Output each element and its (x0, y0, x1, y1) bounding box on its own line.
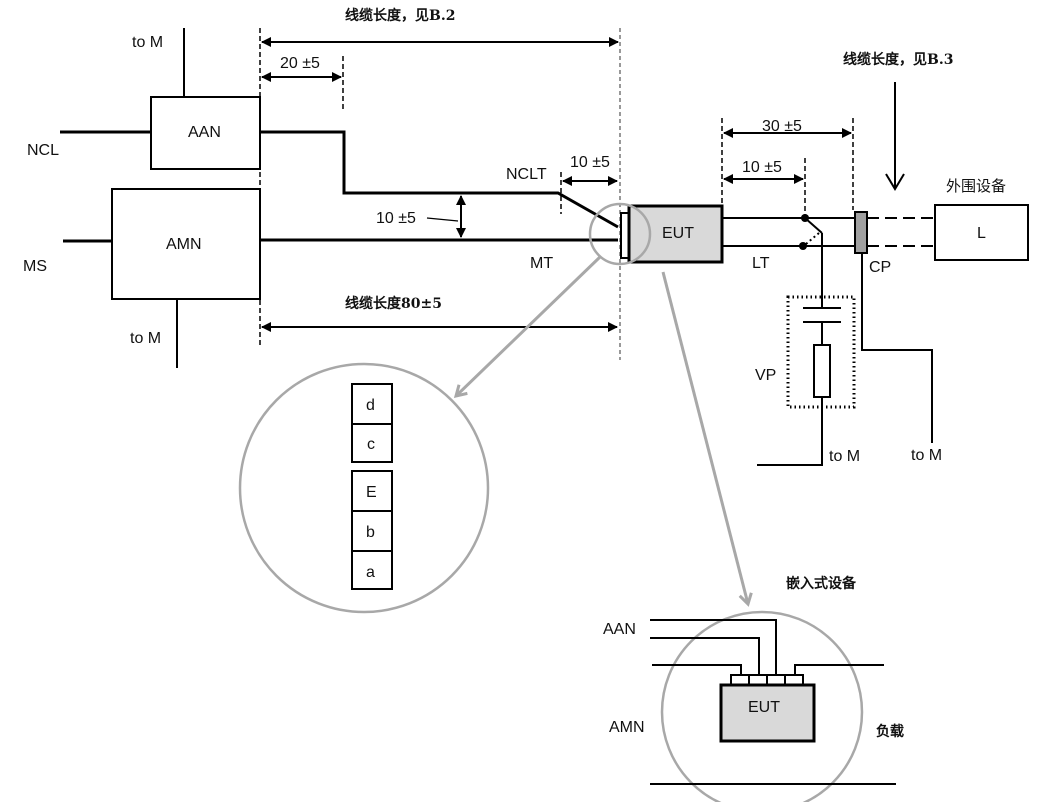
aan-block (150, 96, 261, 170)
mt-label: MT (530, 255, 553, 272)
embedded-load-wire (794, 664, 884, 675)
cable-length-80-label: 线缆长度80±5 (345, 295, 442, 312)
peripheral-label: 外围设备 (946, 177, 1006, 195)
eut-label: EUT (662, 225, 694, 242)
dim-10-vertical-label: 10 ±5 (376, 210, 416, 227)
vp-enclosure (786, 295, 856, 409)
aan-to-m-label: to M (132, 34, 163, 51)
ncl-label: NCL (27, 142, 59, 159)
pin-a-box (351, 550, 393, 590)
b3-pointer-arrowhead (885, 173, 905, 191)
cable-length-b3-label: 线缆长度，见B.3 (843, 51, 953, 68)
vp-label: VP (755, 367, 776, 384)
nclt-cable (260, 130, 619, 229)
pin-a-label: a (366, 564, 375, 581)
connector-callout-circle (588, 202, 652, 266)
pin-c-box (351, 423, 393, 463)
embedded-aan-label: AAN (603, 621, 636, 638)
vp-ground-wire (757, 397, 823, 466)
embedded-load-label: 负载 (876, 723, 904, 740)
amn-block (111, 188, 261, 300)
pin-c-label: c (367, 436, 375, 453)
embedded-amn-wire (652, 664, 742, 675)
connector-stack: d c E b a (351, 383, 393, 590)
embedded-aan-wire-2 (650, 637, 760, 675)
dim-10-lt-label: 10 ±5 (742, 159, 782, 176)
embedded-title: 嵌入式设备 (786, 575, 857, 592)
embedded-aan-wire-1 (650, 619, 777, 675)
cp-clamp (854, 211, 868, 254)
resistor (813, 344, 831, 398)
peripheral-block (934, 204, 1029, 261)
cp-to-m-label: to M (911, 447, 942, 464)
cp-label: CP (869, 259, 891, 276)
dim-20-label: 20 ±5 (280, 55, 320, 72)
aan-label: AAN (188, 124, 221, 141)
embedded-callout-arrow (661, 271, 753, 607)
peripheral-l-label: L (977, 225, 986, 242)
switch-alt-contact (805, 232, 820, 245)
ms-label: MS (23, 258, 47, 275)
embedded-amn-label: AMN (609, 719, 645, 736)
amn-label: AMN (166, 236, 202, 253)
pin-d-label: d (366, 397, 375, 414)
cp-ground-wire (861, 253, 933, 443)
lt-label: LT (752, 255, 770, 272)
connector-detail-circle (238, 362, 490, 614)
vp-to-m-label: to M (829, 448, 860, 465)
pin-e-box (351, 470, 393, 512)
embedded-detail-circle (660, 610, 864, 802)
embedded-eut-label: EUT (748, 699, 780, 716)
cable-length-b2-label: 线缆长度，见B.2 (345, 7, 455, 24)
dim-10-leader (426, 217, 459, 222)
nclt-label: NCLT (506, 166, 547, 183)
pin-e-label: E (366, 484, 377, 501)
switch-contact (804, 217, 823, 234)
amn-to-m-label: to M (130, 330, 161, 347)
embedded-eut-block (719, 683, 816, 743)
pin-b-label: b (366, 524, 375, 541)
switch-node-bottom (799, 242, 807, 250)
dim-10-nclt-label: 10 ±5 (570, 154, 610, 171)
connector-callout-arrow (453, 255, 602, 399)
